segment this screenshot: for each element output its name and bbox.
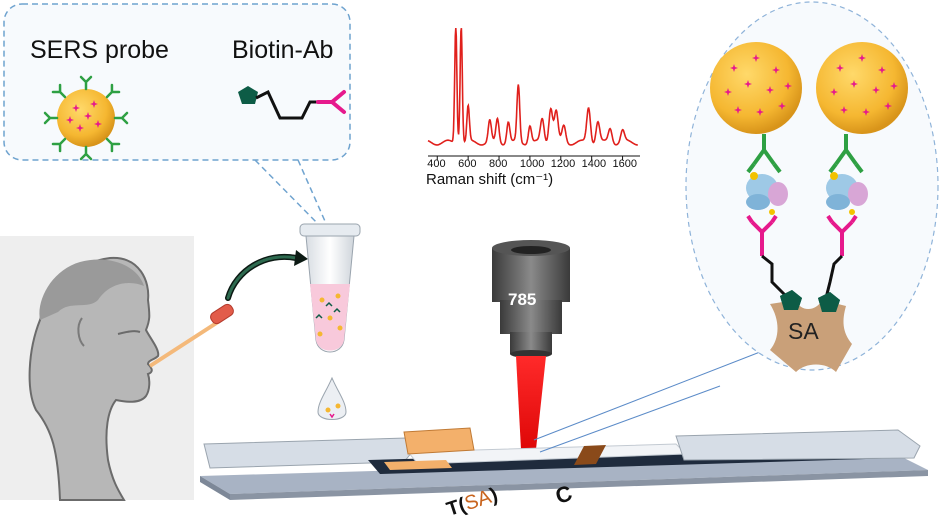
- raman-x-tick-label: 600: [458, 158, 477, 170]
- transfer-arrow: [225, 250, 308, 301]
- raman-spectrum-chart: [424, 27, 640, 160]
- sers-probe-label: SERS probe: [30, 36, 169, 64]
- zoom-line-lower: [539, 385, 721, 453]
- control-line-band: [574, 445, 606, 465]
- sample-tube: [299, 223, 361, 353]
- immune-complex-right: [818, 134, 868, 312]
- patient-profile: [0, 236, 194, 501]
- bubble-pointer-line: [254, 159, 323, 229]
- streptavidin-label: SA: [788, 318, 819, 344]
- probe-bubble: [3, 3, 351, 161]
- sample-droplet: [317, 376, 347, 420]
- sers-probe-icon: [43, 75, 129, 161]
- laser-beam: [516, 356, 546, 468]
- raman-x-tick-label: 1200: [550, 158, 576, 170]
- raman-x-axis-label: Raman shift (cm⁻¹): [426, 171, 554, 188]
- oral-swab: [148, 303, 234, 368]
- zoom-line-upper: [533, 351, 761, 441]
- raman-x-tick-label: 1400: [581, 158, 607, 170]
- raman-x-tick-label: 400: [427, 158, 446, 170]
- biotin-ab-label: Biotin-Ab: [232, 36, 334, 64]
- sers-nanoparticle-right: [816, 42, 908, 134]
- raman-spectrum-line: [427, 27, 638, 146]
- lateral-flow-strip: [200, 427, 928, 500]
- sers-nanoparticle-left: [710, 42, 802, 134]
- raman-x-tick-label: 1600: [612, 158, 638, 170]
- raman-x-tick-label: 1000: [519, 158, 545, 170]
- sample-pad: [403, 427, 475, 455]
- raman-x-tick-label: 800: [489, 158, 508, 170]
- biotin-ab-icon: [238, 86, 346, 120]
- streptavidin-protein: [770, 300, 852, 372]
- bubble-pointer-line-2: [297, 159, 329, 229]
- laser-wavelength-label: 785: [508, 290, 537, 309]
